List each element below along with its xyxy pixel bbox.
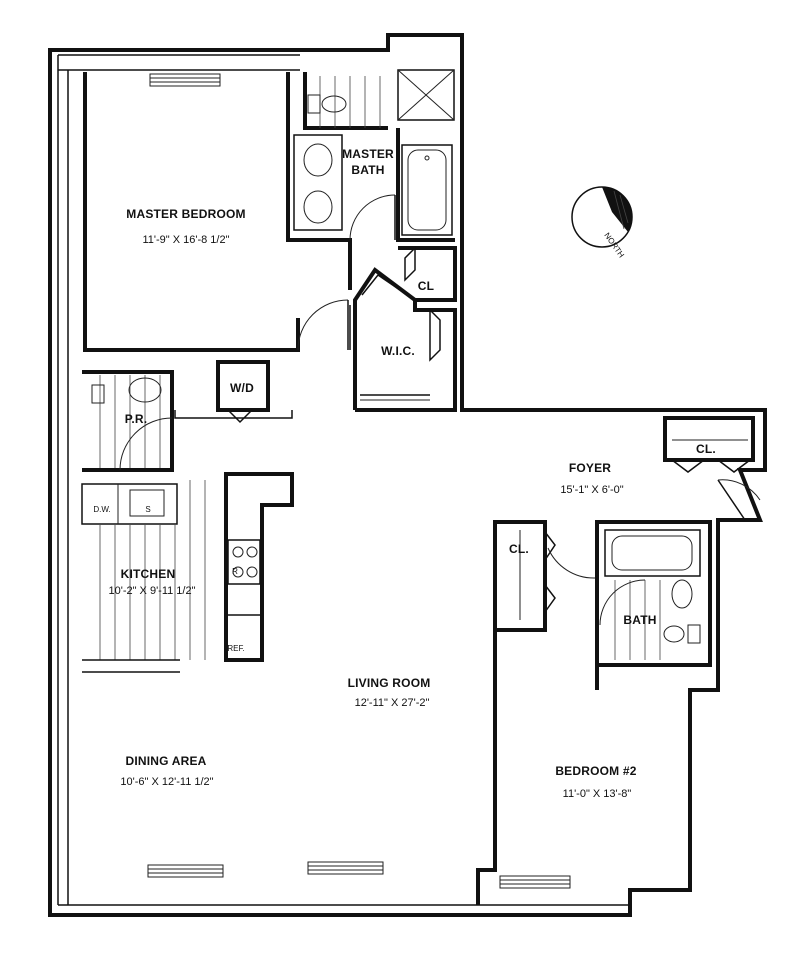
dishwasher-label: D.W. bbox=[93, 505, 110, 514]
foyer-label: FOYER bbox=[569, 461, 611, 475]
refrigerator-label: REF. bbox=[227, 644, 244, 653]
master-bedroom-label: MASTER BEDROOM bbox=[126, 207, 245, 221]
closet-hall-label: CL. bbox=[509, 542, 529, 556]
master-closets: CL W.I.C. bbox=[349, 246, 457, 412]
bedroom2-dims: 11'-0" X 13'-8" bbox=[563, 788, 632, 800]
range-label: R bbox=[232, 567, 238, 576]
hall-closet: CL. bbox=[493, 520, 596, 632]
master-bedroom-dims: 11'-9" X 16'-8 1/2" bbox=[142, 234, 229, 246]
sink-label: S bbox=[145, 505, 150, 514]
washer-dryer: W/D bbox=[216, 360, 270, 424]
dining-area-dims: 10'-6" X 12'-11 1/2" bbox=[120, 776, 213, 788]
foyer: CL. FOYER 15'-1" X 6'-0" bbox=[560, 416, 761, 521]
closet-master-label: CL bbox=[418, 279, 434, 293]
living-dining: LIVING ROOM 12'-11" X 27'-2" DINING AREA… bbox=[120, 410, 431, 878]
powder-room: P.R. bbox=[82, 370, 174, 472]
closet-foyer-label: CL. bbox=[696, 442, 716, 456]
kitchen-label: KITCHEN bbox=[121, 567, 176, 581]
dining-area-label: DINING AREA bbox=[125, 754, 206, 768]
wic-label: W.I.C. bbox=[381, 344, 415, 358]
wd-label: W/D bbox=[230, 381, 254, 395]
kitchen-dims: 10'-2" X 9'-11 1/2" bbox=[108, 585, 195, 597]
living-room-dims: 12'-11" X 27'-2" bbox=[355, 697, 430, 709]
bedroom2-label: BEDROOM #2 bbox=[555, 764, 636, 778]
foyer-dims: 15'-1" X 6'-0" bbox=[560, 484, 623, 496]
exterior-walls bbox=[48, 33, 767, 917]
living-room-label: LIVING ROOM bbox=[348, 676, 431, 690]
bath: BATH bbox=[595, 520, 712, 667]
bath-label: BATH bbox=[623, 613, 656, 627]
master-bedroom: MASTER BEDROOM 11'-9" X 16'-8 1/2" bbox=[83, 72, 352, 352]
kitchen: D.W. S R REF. KITCHEN 10'-2" X 9'-11 1/2… bbox=[81, 472, 294, 673]
master-bath: MASTER BATH bbox=[293, 69, 455, 242]
north-compass-icon: NORTH bbox=[571, 186, 633, 260]
master-bath-label-1: MASTER bbox=[342, 147, 394, 161]
powder-room-label: P.R. bbox=[125, 412, 148, 426]
north-label: NORTH bbox=[602, 231, 626, 260]
master-bath-label-2: BATH bbox=[351, 163, 384, 177]
bedroom-2: BEDROOM #2 11'-0" X 13'-8" bbox=[476, 630, 637, 905]
